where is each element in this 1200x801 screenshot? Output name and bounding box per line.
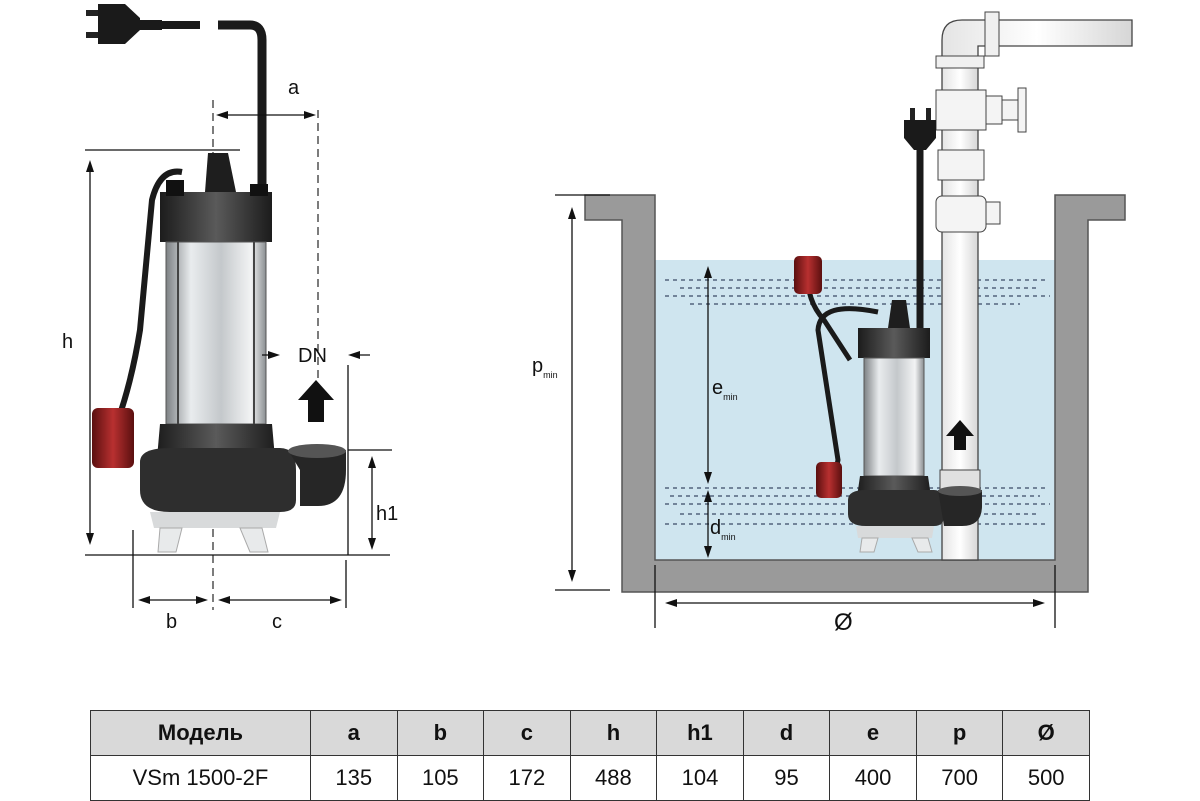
- label-h: h: [62, 331, 73, 353]
- header-h: h: [569, 710, 658, 756]
- header-c: c: [483, 710, 571, 756]
- label-d: dmin: [710, 517, 736, 542]
- table-header-row: Модель a b c h h1 d e p Ø: [90, 710, 1090, 756]
- header-p: p: [915, 710, 1004, 756]
- cell-diameter: 500: [1002, 755, 1090, 801]
- label-p: pmin: [532, 355, 558, 380]
- header-d: d: [742, 710, 831, 756]
- left-pump-drawing: [86, 4, 346, 610]
- plug-icon: [86, 4, 162, 44]
- pit-wall: [584, 194, 1126, 593]
- left-dimension-lines: [85, 111, 392, 608]
- specification-table: Модель a b c h h1 d e p Ø VSm 1500-2F 13…: [90, 710, 1090, 801]
- label-e: emin: [712, 377, 738, 402]
- header-e: e: [829, 710, 917, 756]
- header-b: b: [396, 710, 485, 756]
- header-a: a: [310, 710, 398, 756]
- label-dn: DN: [298, 345, 327, 367]
- float-switch: [92, 408, 134, 468]
- header-diameter: Ø: [1002, 710, 1090, 756]
- cell-p: 700: [915, 755, 1004, 801]
- header-h1: h1: [656, 710, 744, 756]
- float-switch-upper: [794, 256, 822, 294]
- label-c: c: [272, 611, 282, 633]
- cell-model: VSm 1500-2F: [90, 755, 311, 801]
- cell-d: 95: [742, 755, 831, 801]
- cell-h1: 104: [656, 755, 744, 801]
- label-diameter: Ø: [834, 609, 853, 636]
- sump-pit: [584, 194, 1126, 593]
- label-h1: h1: [376, 503, 398, 525]
- right-dimension-lines: [555, 194, 1056, 628]
- cell-h: 488: [569, 755, 658, 801]
- cell-e: 400: [829, 755, 917, 801]
- flow-arrow-icon-right: [946, 420, 974, 450]
- label-b: b: [166, 611, 177, 633]
- discharge-pipe: [935, 11, 1133, 561]
- right-pump-drawing: [794, 256, 982, 553]
- label-a: a: [288, 77, 300, 99]
- cell-a: 135: [310, 755, 398, 801]
- flow-arrow-icon: [298, 380, 334, 422]
- pump-dimension-diagram: a h DN h1 b c: [62, 4, 1133, 636]
- header-model: Модель: [90, 710, 311, 756]
- plug-icon-right: [904, 108, 936, 150]
- table-row: VSm 1500-2F 135 105 172 488 104 95 400 7…: [90, 755, 1090, 801]
- cell-b: 105: [396, 755, 485, 801]
- cell-c: 172: [483, 755, 571, 801]
- float-switch-lower: [816, 462, 842, 498]
